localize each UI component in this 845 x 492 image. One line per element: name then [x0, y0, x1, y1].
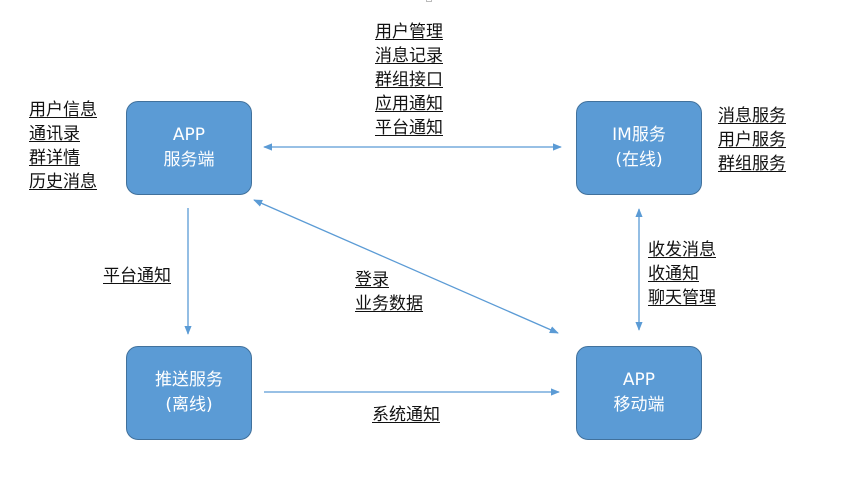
im-service-title: IM服务 — [612, 125, 666, 145]
im-service-node: IM服务 (在线) — [576, 101, 702, 195]
label-item: 平台通知 — [103, 266, 171, 286]
app-server-info-labels: 用户信息 通讯录 群详情 历史消息 — [29, 98, 97, 194]
im-mobile-link-labels: 收发消息 收通知 聊天管理 — [648, 238, 716, 310]
app-mobile-node: APP 移动端 — [576, 346, 702, 440]
label-item: 业务数据 — [355, 294, 423, 314]
im-service-subtitle: (在线) — [615, 150, 663, 170]
app-server-node: APP 服务端 — [126, 101, 252, 195]
app-mobile-title: APP — [622, 370, 656, 390]
label-item: 群组接口 — [375, 70, 443, 90]
push-service-subtitle: (离线) — [165, 395, 213, 415]
server-im-link-labels: 用户管理 消息记录 群组接口 应用通知 平台通知 — [375, 20, 443, 140]
label-item: 用户服务 — [718, 130, 786, 150]
app-mobile-subtitle: 移动端 — [613, 395, 665, 415]
label-item: 收通知 — [648, 264, 699, 284]
push-service-title: 推送服务 — [155, 370, 223, 390]
label-item: 消息服务 — [718, 106, 786, 126]
label-item: 通讯录 — [29, 124, 80, 144]
label-item: 聊天管理 — [648, 288, 716, 308]
label-item: 收发消息 — [648, 240, 716, 260]
push-service-node: 推送服务 (离线) — [126, 346, 252, 440]
label-item: 消息记录 — [375, 46, 443, 66]
arrow-server-mobile — [253, 199, 559, 334]
label-item: 应用通知 — [375, 94, 443, 114]
im-service-info-labels: 消息服务 用户服务 群组服务 — [718, 104, 786, 176]
app-server-subtitle: 服务端 — [163, 150, 215, 170]
label-item: 群详情 — [29, 148, 80, 168]
label-item: 系统通知 — [372, 405, 440, 425]
label-item: 用户信息 — [29, 100, 97, 120]
label-item: 用户管理 — [375, 22, 443, 42]
top-edge-mark — [426, 0, 432, 2]
server-mobile-link-labels: 登录 业务数据 — [355, 268, 423, 316]
label-item: 平台通知 — [375, 118, 443, 138]
app-server-title: APP — [172, 125, 206, 145]
push-mobile-link-labels: 系统通知 — [372, 403, 440, 427]
label-item: 登录 — [355, 270, 389, 290]
label-item: 群组服务 — [718, 154, 786, 174]
server-push-link-labels: 平台通知 — [103, 264, 171, 288]
label-item: 历史消息 — [29, 172, 97, 192]
